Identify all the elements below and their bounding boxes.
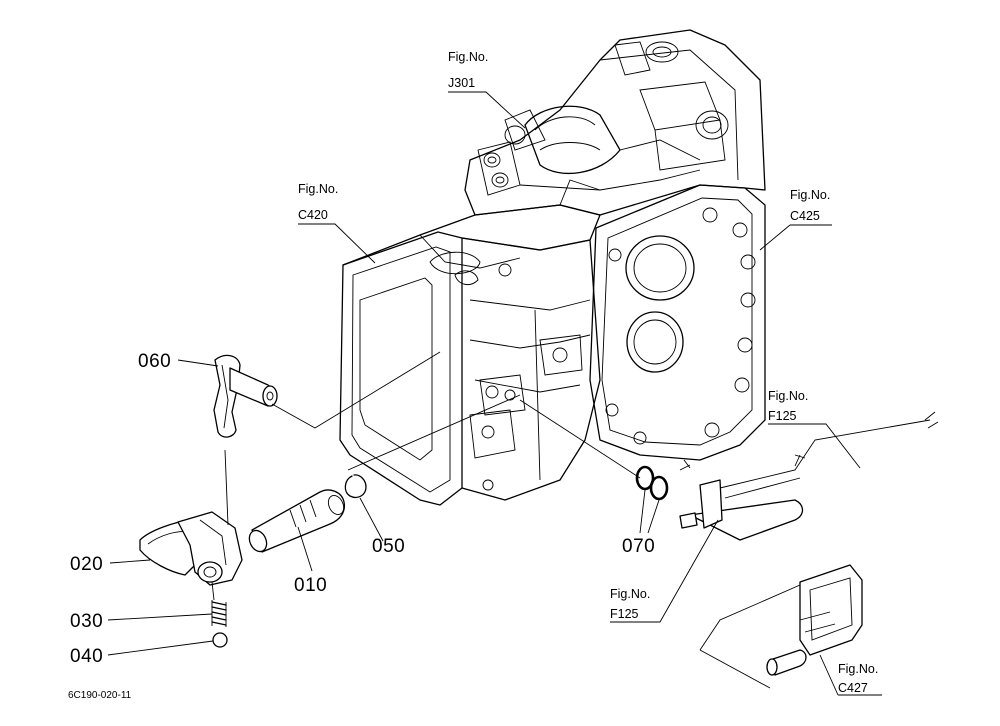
fig-ref-title-c427: Fig.No. (838, 662, 878, 676)
transmission-case-drawing (339, 29, 766, 506)
part-label-040: 040 (70, 646, 103, 667)
fig-ref-title-c425: Fig.No. (790, 188, 830, 202)
circlip-drawing (344, 474, 367, 499)
lever-linkage-drawing (679, 411, 939, 541)
fig-ref-code-f125-upper: F125 (768, 409, 797, 423)
shift-rod-drawing (248, 489, 346, 553)
fig-ref-code-c427: C427 (838, 681, 868, 695)
fig-ref-code-j301: J301 (448, 76, 475, 90)
ball-drawing (212, 632, 228, 648)
fig-ref-code-c420: C420 (298, 208, 328, 222)
o-rings-drawing (635, 465, 669, 501)
fig-ref-title-f125-upper: Fig.No. (768, 389, 808, 403)
fig-ref-title-f125-lower: Fig.No. (610, 587, 650, 601)
shift-fork-drawing (213, 354, 278, 438)
part-label-060: 060 (138, 351, 171, 372)
fig-ref-title-j301: Fig.No. (448, 50, 488, 64)
fig-ref-code-c425: C425 (790, 209, 820, 223)
part-label-070: 070 (622, 536, 655, 557)
part-label-050: 050 (372, 536, 405, 557)
part-label-010: 010 (294, 575, 327, 596)
shift-arm-drawing (139, 449, 243, 601)
leader-lines (107, 91, 882, 696)
fig-ref-title-c420: Fig.No. (298, 182, 338, 196)
part-label-030: 030 (70, 611, 103, 632)
part-label-020: 020 (70, 554, 103, 575)
bracket-drawing (766, 564, 863, 676)
spring-drawing (211, 600, 227, 627)
fig-ref-code-f125-lower: F125 (610, 607, 639, 621)
drawing-code: 6C190-020-11 (68, 690, 132, 701)
